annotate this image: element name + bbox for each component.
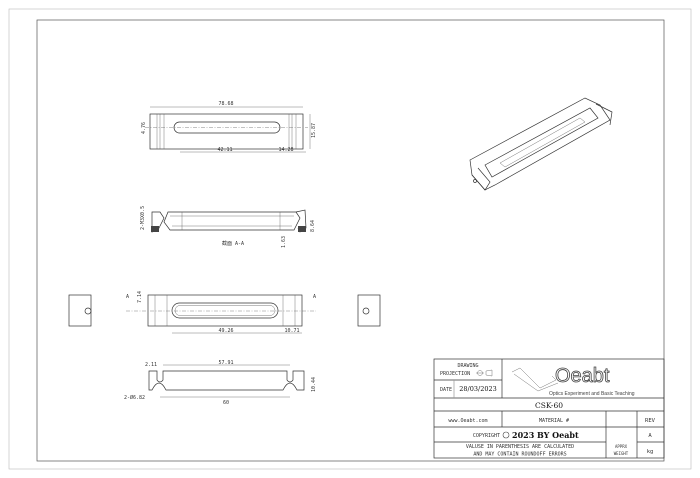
date-value: 28/03/2023 (459, 385, 496, 393)
dim-section-bottom: 1.63 (281, 236, 287, 248)
drawing-projection-label: DRAWING (457, 363, 478, 369)
copyright-label: COPYRIGHT (473, 433, 500, 439)
dim-top-length: 78.68 (218, 101, 233, 107)
logo-text: Oeabt (555, 365, 610, 387)
dim-front-end: 10.71 (284, 328, 299, 334)
section-marker-right: A (313, 294, 316, 300)
weight-label: WEIGHT (614, 451, 629, 456)
title-block (433, 358, 665, 459)
top-view: 78.68 42.11 14.28 4.76 15.87 (141, 101, 317, 153)
dim-bottom-height: 10.44 (311, 377, 317, 392)
note-line-1: VALUSE IN PARENTHESIS ARE CALCULATED (466, 444, 574, 450)
date-label: DATE (440, 387, 452, 393)
dim-top-height-right: 15.87 (311, 123, 317, 138)
material-label: MATERIAL # (539, 418, 569, 424)
dim-bottom-span: 57.91 (218, 360, 233, 366)
dim-front-slot: 49.26 (218, 328, 233, 334)
dim-end-offset: 14.28 (278, 147, 293, 153)
section-marker-left: A (126, 294, 129, 300)
logo-subtitle: Optics Experiment and Basic Teaching (549, 391, 635, 397)
section-view: 2-M3X0.5 8.64 1.63 截面 A-A (140, 206, 316, 248)
bottom-view: 2.11 57.91 10.44 2-Ø6.82 60 (124, 360, 317, 406)
rev-label: REV (645, 418, 656, 424)
dim-bottom-length: 60 (223, 400, 229, 406)
dim-section-thread: 2-M3X0.5 (140, 206, 146, 230)
logo: Oeabt Optics Experiment and Basic Teachi… (511, 365, 635, 397)
copyright-value: 2023 BY Oeabt (512, 430, 579, 440)
dim-top-height-left: 4.76 (141, 122, 147, 134)
drawing-frame (36, 19, 665, 462)
dim-bottom-hole: 2-Ø6.82 (124, 394, 145, 401)
note-line-2: AND MAY CONTAIN ROUNDOFF ERRORS (473, 452, 566, 458)
projection-label: PROJECTION (440, 371, 470, 377)
approx-label: APPRX (615, 444, 628, 449)
dim-section-height: 8.64 (310, 220, 316, 232)
projection-symbol-icon (476, 369, 493, 377)
part-number: CSK-60 (535, 401, 563, 410)
rev-value: A (648, 433, 652, 439)
outer-border (8, 8, 692, 470)
dim-front-offset: 7.14 (137, 291, 143, 303)
website: www.Oeabt.com (448, 418, 487, 424)
weight-unit: kg (647, 449, 654, 455)
section-label: 截面 A-A (222, 240, 244, 247)
copyright-icon (502, 431, 510, 439)
dim-bottom-notch: 2.11 (145, 362, 157, 368)
isometric-view (469, 97, 613, 191)
dim-slot-length: 42.11 (217, 147, 232, 153)
front-view: A A 7.14 49.26 10.71 (68, 291, 381, 334)
